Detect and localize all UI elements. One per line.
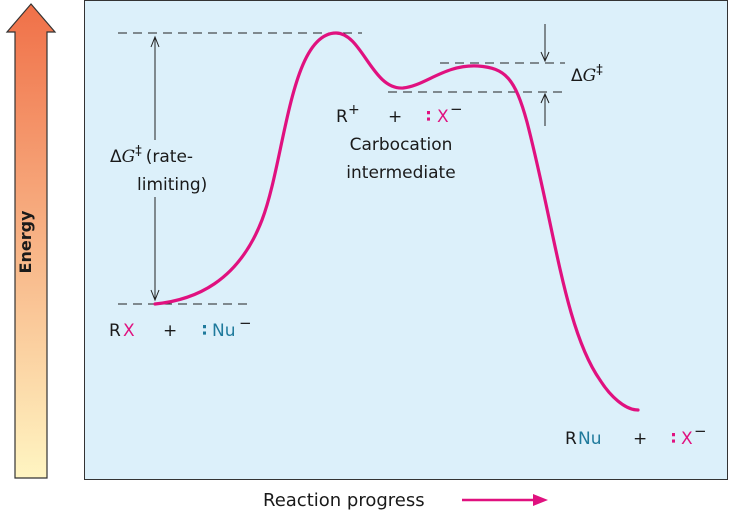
x-axis-label: Reaction progress: [263, 490, 425, 511]
dg-second-delta: Δ: [571, 66, 583, 86]
intermediate-x-dots: ∶: [426, 107, 431, 127]
intermediate-caption2: intermediate: [346, 163, 455, 183]
plot-panel: [84, 0, 728, 480]
product-x-dots: ∶: [671, 429, 676, 449]
energy-axis-label: Energy: [16, 210, 35, 274]
dg-second-label: ΔG‡: [571, 63, 603, 86]
intermediate-x: X: [437, 107, 449, 127]
dg-rate-text1: (rate-: [146, 147, 193, 167]
reactant-plus: +: [163, 321, 177, 341]
intermediate-r-charge: +: [348, 102, 360, 118]
reactant-nu-charge: −: [239, 314, 252, 332]
reactant-x: X: [123, 321, 135, 341]
intermediate-r: R: [336, 107, 348, 127]
dg-rate-arrow: [150, 35, 160, 302]
product-x-charge: −: [694, 422, 707, 440]
reactant-nu: Nu: [212, 321, 236, 341]
product-r: R: [565, 429, 577, 449]
energy-curve: [153, 31, 640, 412]
product-x: X: [681, 429, 693, 449]
dg-second-arrows: [540, 24, 550, 126]
progress-arrow: [462, 494, 548, 506]
product-plus: +: [633, 429, 647, 449]
dg-rate-text2: limiting): [137, 175, 207, 195]
intermediate-plus: +: [388, 107, 402, 127]
energy-axis-arrow: [5, 3, 57, 479]
reactant-r: R: [109, 321, 121, 341]
dg-rate-g: G: [122, 147, 136, 167]
intermediate-caption1: Carbocation: [350, 135, 453, 155]
reactant-nu-dots: ∶: [202, 321, 207, 341]
dg-second-g: G: [583, 66, 597, 86]
dg-second-dagger: ‡: [596, 63, 603, 78]
intermediate-x-charge: −: [450, 100, 463, 118]
dg-rate-delta: Δ: [110, 147, 122, 167]
dg-rate-dagger: ‡: [135, 144, 142, 159]
energy-level-lines: [118, 32, 565, 305]
product-nu: Nu: [578, 429, 602, 449]
dg-rate-label: ΔG‡ (rate-: [110, 144, 193, 167]
